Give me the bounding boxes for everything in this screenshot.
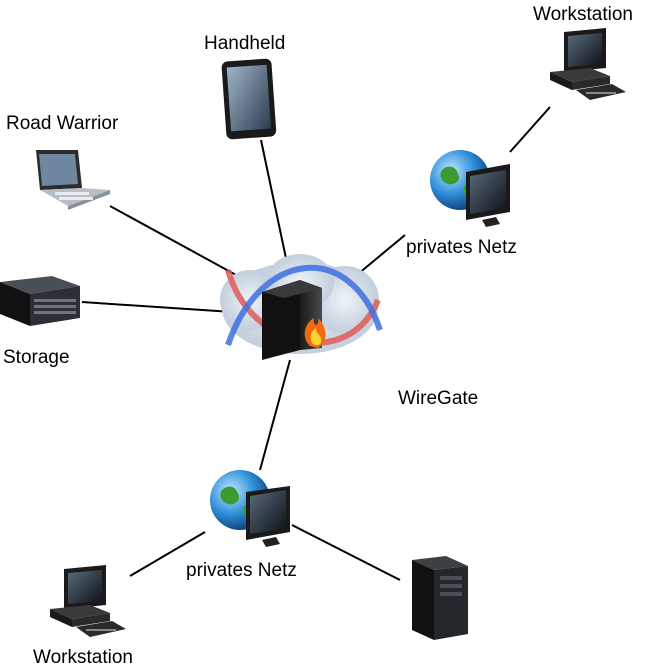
link-road-warrior — [109, 205, 259, 288]
storage-server-icon — [0, 276, 80, 326]
label-private-net-bottom: privates Netz — [186, 560, 297, 581]
globe-monitor-icon — [210, 470, 290, 547]
label-handheld: Handheld — [204, 33, 286, 54]
laptop-icon — [36, 150, 110, 210]
label-workstation-top: Workstation — [533, 4, 633, 25]
link-tower-server — [291, 524, 401, 581]
workstation-icon — [50, 565, 126, 637]
label-storage: Storage — [3, 347, 70, 368]
label-road-warrior: Road Warrior — [6, 113, 119, 134]
firewall-server-icon — [220, 254, 383, 360]
link-workstation-top — [509, 106, 551, 153]
link-private-net-bottom — [259, 359, 291, 471]
tablet-icon — [221, 58, 277, 140]
workstation-icon — [550, 28, 626, 100]
label-wiregate: WireGate — [398, 388, 479, 409]
label-workstation-bottom: Workstation — [33, 647, 133, 668]
link-workstation-bottom — [129, 531, 206, 577]
tower-server-icon — [412, 556, 468, 640]
globe-monitor-icon — [430, 150, 510, 227]
label-private-net-top: privates Netz — [406, 237, 517, 258]
